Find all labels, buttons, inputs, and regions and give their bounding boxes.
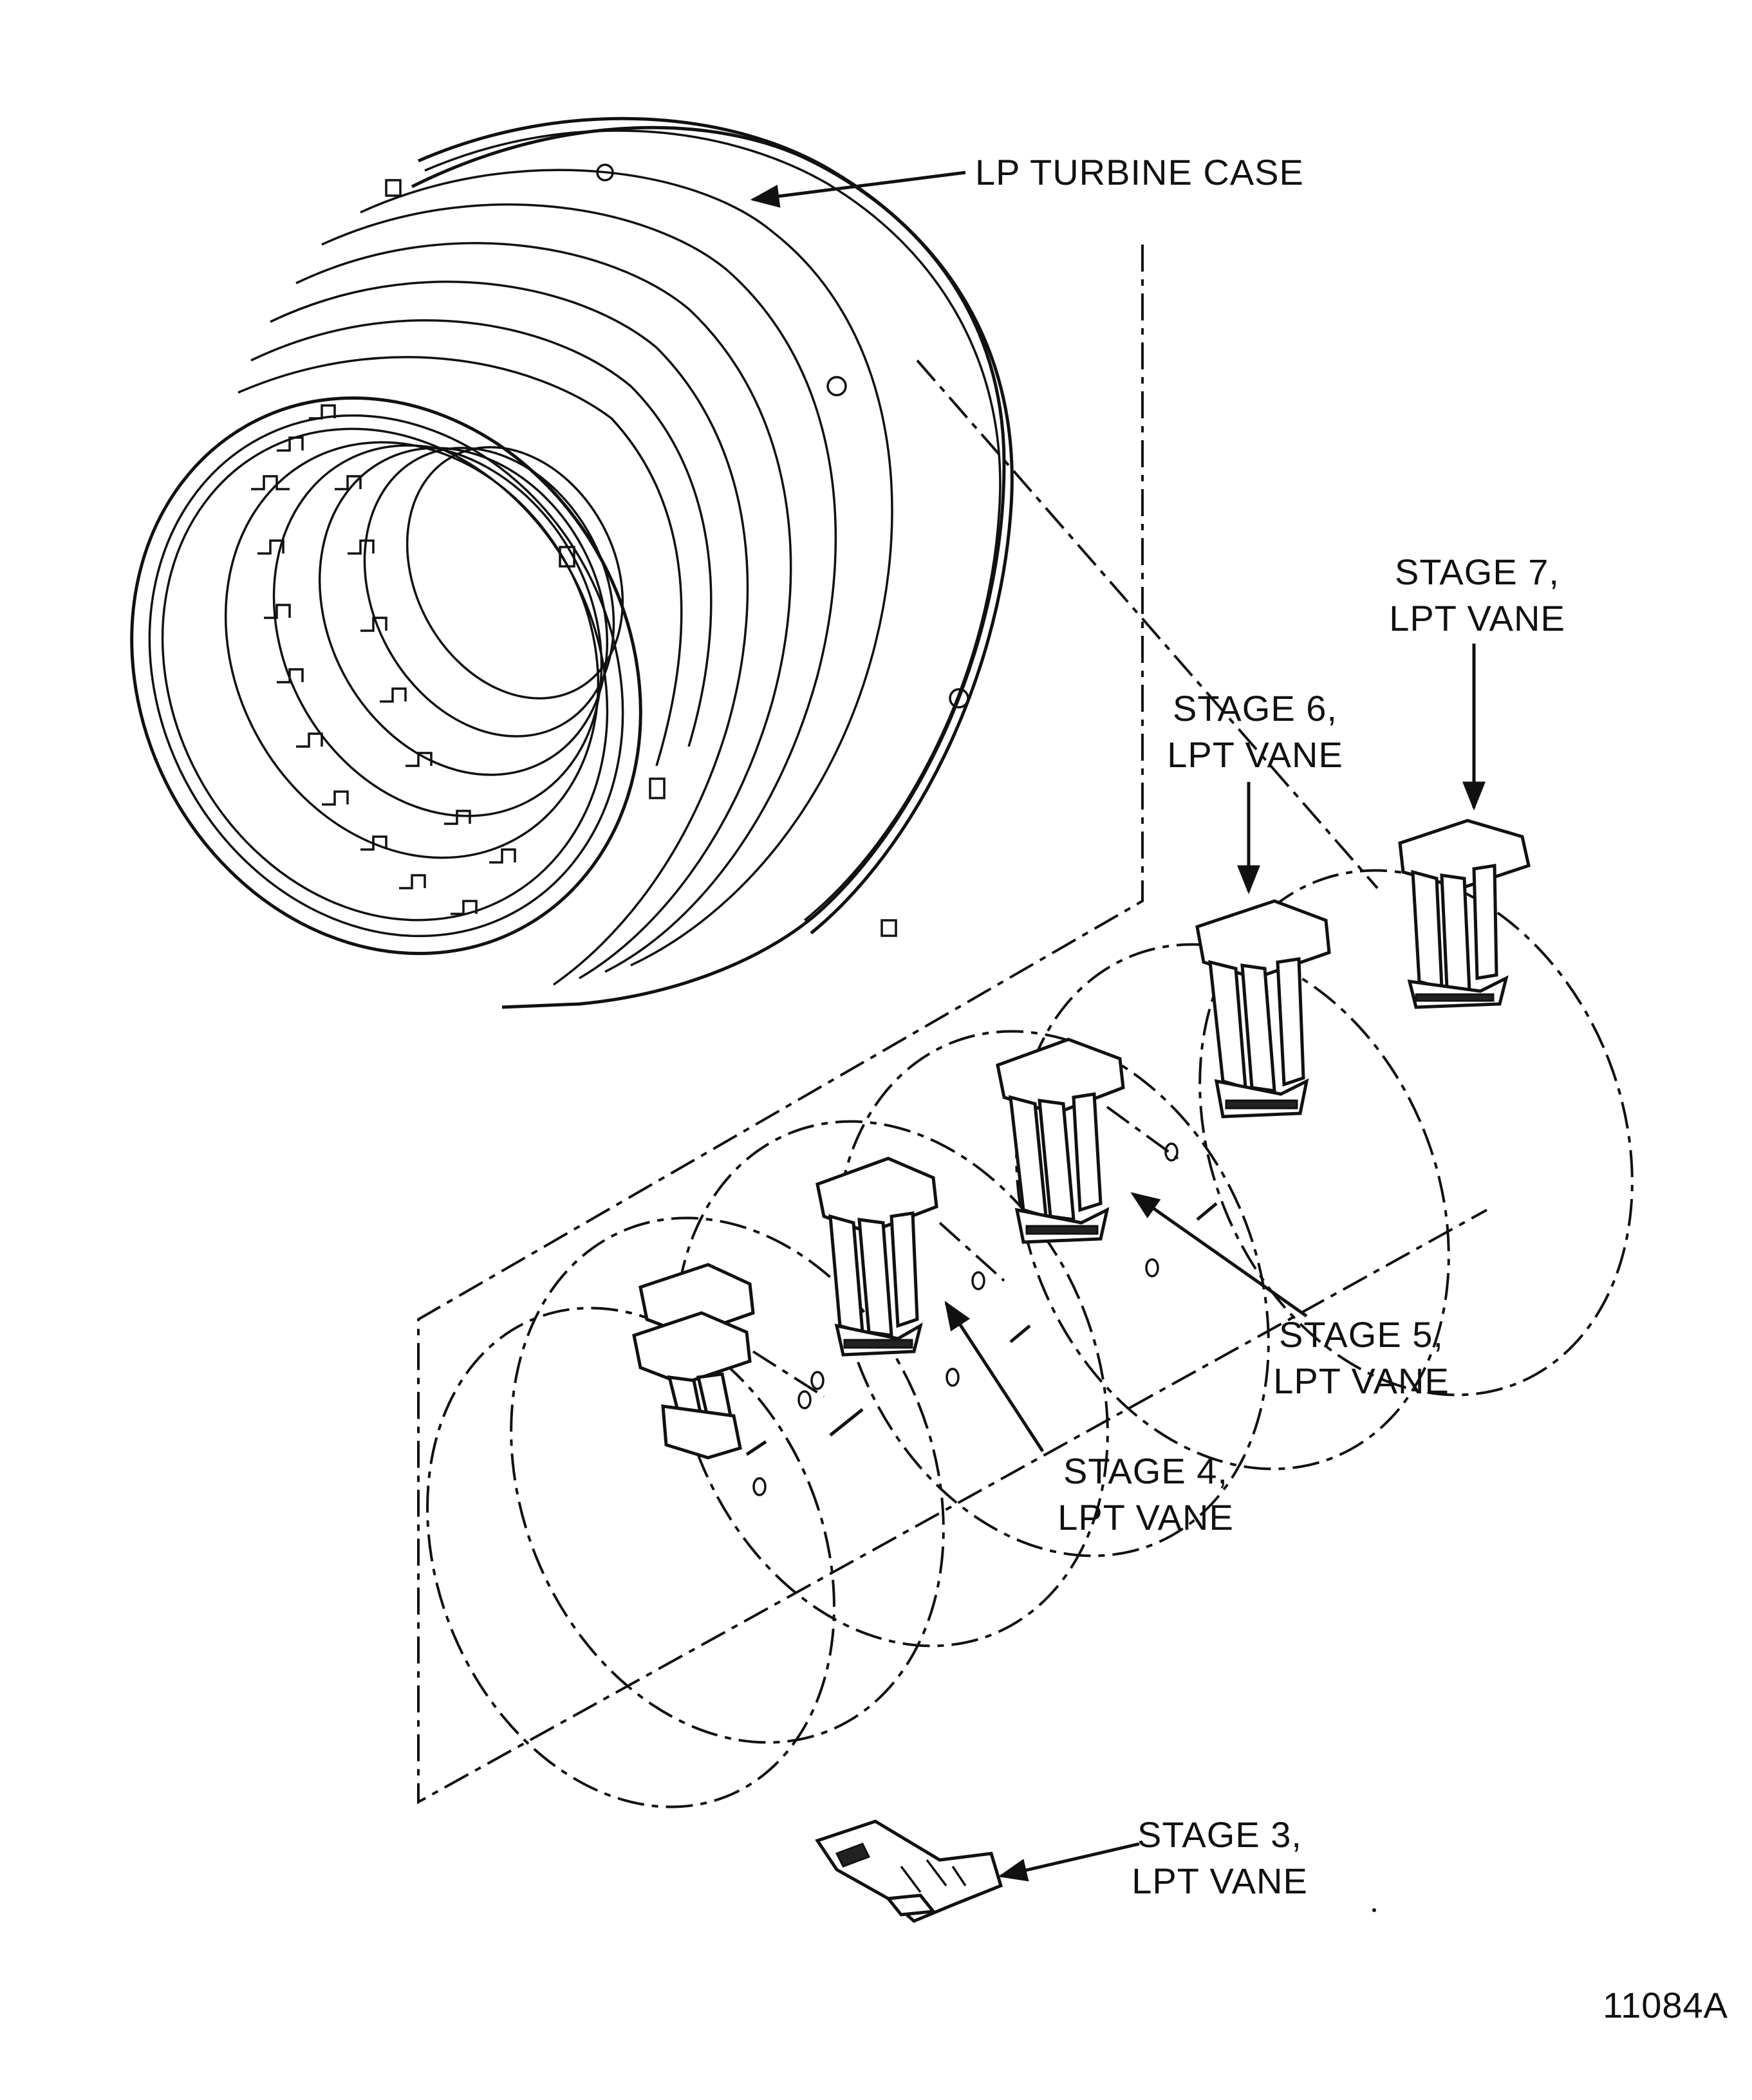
stage6-vane-segment	[1195, 899, 1331, 1119]
label-stage7-line2: LPT VANE	[1389, 598, 1565, 638]
label-stage6-line1: STAGE 6,	[1173, 688, 1337, 729]
label-stage4-line1: STAGE 4,	[1063, 1451, 1228, 1491]
label-stage5-line1: STAGE 5,	[1279, 1314, 1444, 1355]
retaining-pins	[745, 1106, 1218, 1496]
label-stage6-line2: LPT VANE	[1167, 734, 1343, 775]
stage4-vane-segment	[815, 1157, 938, 1357]
figure-id: 11084A	[1558, 1982, 1728, 2029]
vane-rings	[426, 869, 1634, 1808]
label-lp-turbine-case: LP TURBINE CASE	[975, 149, 1304, 196]
label-lp-turbine-case-text: LP TURBINE CASE	[975, 152, 1304, 192]
leader-stage3	[998, 1842, 1140, 1882]
leader-case	[750, 171, 966, 208]
label-stage4-line2: LPT VANE	[1058, 1497, 1234, 1538]
stage7-vane-segment	[1398, 819, 1531, 1009]
label-stage5: STAGE 5, LPT VANE	[1273, 1312, 1449, 1404]
label-stage6: STAGE 6, LPT VANE	[1167, 685, 1343, 778]
leader-stage4	[944, 1301, 1045, 1453]
section-plane	[417, 245, 1487, 1805]
registration-dot	[1372, 1908, 1376, 1912]
label-stage4: STAGE 4, LPT VANE	[1058, 1448, 1234, 1541]
front-vane-segment	[632, 1263, 755, 1460]
figure-id-text: 11084A	[1603, 1985, 1728, 2025]
leader-lines	[750, 171, 1486, 1882]
label-stage5-line2: LPT VANE	[1273, 1361, 1449, 1401]
lp-turbine-case-drawing	[130, 116, 1014, 1009]
label-stage3: STAGE 3, LPT VANE	[1132, 1812, 1308, 1904]
stage3-vane-segment	[815, 1819, 1003, 1923]
label-stage7-line1: STAGE 7,	[1395, 552, 1560, 592]
leader-stage5	[1130, 1192, 1308, 1318]
label-stage3-line2: LPT VANE	[1132, 1861, 1308, 1901]
label-stage3-line1: STAGE 3,	[1137, 1814, 1302, 1855]
label-stage7: STAGE 7, LPT VANE	[1389, 549, 1565, 642]
stage5-vane-segment	[996, 1037, 1125, 1244]
